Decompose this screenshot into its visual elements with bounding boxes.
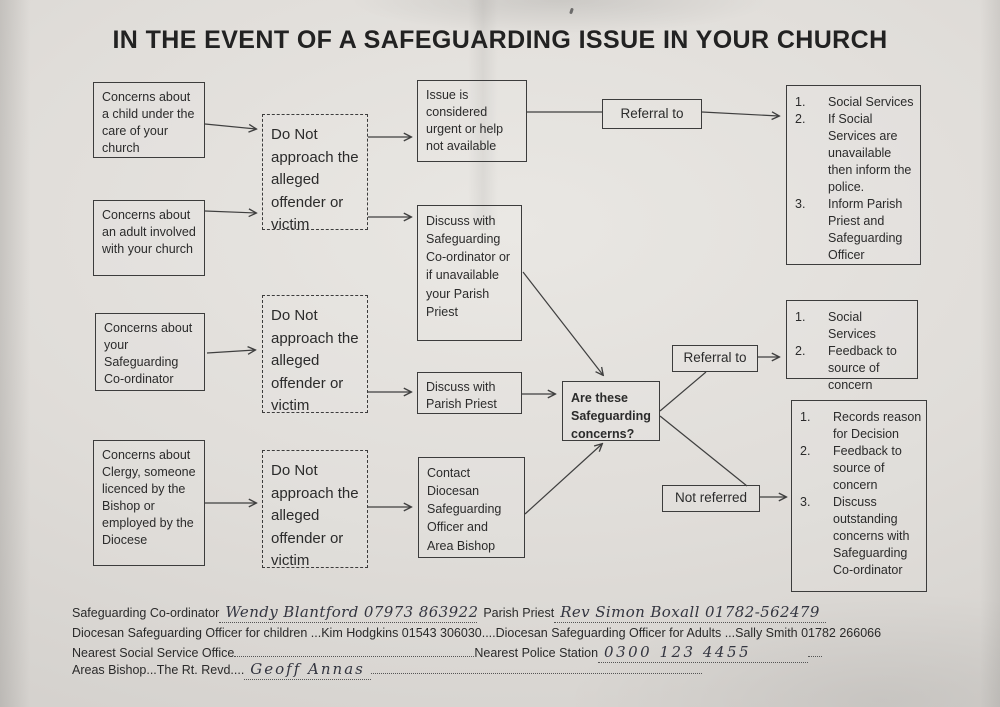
parish-priest-handwritten: Rev Simon Boxall 01782-562479: [554, 603, 826, 623]
list-item-text: Inform Parish Priest and Safeguarding Of…: [828, 197, 903, 262]
police-station-handwritten: 0300 123 4455: [598, 643, 809, 663]
contact-line-area-bishop: Areas Bishop...The Rt. Revd.... Geoff An…: [72, 660, 702, 680]
list-item: 1. Social Services: [795, 309, 913, 343]
box-do-not-approach-3: Do Not approach the alleged offender or …: [262, 450, 368, 569]
contact-line-coordinator-priest: Safeguarding Co-ordinator Wendy Blantfor…: [72, 603, 826, 623]
box-contact-diocesan-officer: Contact Diocesan Safeguarding Officer an…: [418, 457, 525, 558]
box-outcome-urgent-referral: 1. Social Services 2. If Social Services…: [786, 85, 921, 265]
list-item: 3. Discuss outstanding concerns with Saf…: [800, 494, 922, 579]
list-item-number: 3.: [795, 197, 806, 211]
list-item-number: 1.: [800, 410, 811, 424]
list-item-text: Discuss outstanding concerns with Safegu…: [833, 495, 910, 577]
list-item-text: Social Services: [828, 310, 876, 341]
list-item-text: If Social Services are unavailable then …: [828, 112, 912, 194]
areas-bishop-label: Areas Bishop...The Rt. Revd....: [72, 663, 245, 677]
contact-line-diocesan-officers: Diocesan Safeguarding Officer for childr…: [72, 626, 972, 640]
list-item: 2. If Social Services are unavailable th…: [795, 111, 916, 196]
box-outcome-not-referred: 1. Records reason for Decision 2. Feedba…: [791, 400, 927, 592]
paper-crease-shadow: [468, 0, 498, 230]
list-item-number: 2.: [795, 112, 806, 126]
list-item-text: Feedback to source of concern: [828, 344, 897, 392]
safeguarding-coordinator-handwritten: Wendy Blantford 07973 863922: [219, 603, 478, 623]
social-service-office-label: Nearest Social Service Office: [72, 646, 235, 660]
box-decision-safeguarding-concerns: Are these Safeguarding concerns?: [562, 381, 660, 441]
box-do-not-approach-2: Do Not approach the alleged offender or …: [262, 295, 368, 414]
parish-priest-label: Parish Priest: [483, 606, 555, 620]
list-item-number: 3.: [800, 495, 811, 509]
page-title: IN THE EVENT OF A SAFEGUARDING ISSUE IN …: [112, 26, 888, 54]
areas-bishop-handwritten: Geoff Annas: [244, 660, 371, 680]
contact-line-social-police: Nearest Social Service Office Nearest Po…: [72, 643, 822, 663]
dotted-leader: [370, 661, 702, 674]
list-item: 1. Records reason for Decision: [800, 409, 922, 443]
box-issue-urgent: Issue is considered urgent or help not a…: [417, 80, 527, 162]
safeguarding-coordinator-label: Safeguarding Co-ordinator: [72, 606, 220, 620]
box-concern-coordinator: Concerns about your Safeguarding Co-ordi…: [95, 313, 205, 391]
box-discuss-parish-priest: Discuss with Parish Priest: [417, 372, 522, 414]
box-do-not-approach-1: Do Not approach the alleged offender or …: [262, 114, 368, 233]
list-item: 1. Social Services: [795, 94, 916, 111]
list-item-number: 2.: [795, 344, 806, 358]
box-referral-to-top: Referral to: [602, 99, 702, 129]
list-item-text: Social Services: [828, 95, 914, 109]
diocesan-officers-text: Diocesan Safeguarding Officer for childr…: [72, 626, 882, 640]
dotted-leader: [234, 644, 475, 657]
box-discuss-safeguarding-coordinator: Discuss with Safeguarding Co-ordinator o…: [417, 205, 522, 341]
list-item-number: 2.: [800, 444, 811, 458]
box-not-referred: Not referred: [662, 485, 760, 512]
list-item: 2. Feedback to source of concern: [795, 343, 913, 394]
list-item-number: 1.: [795, 95, 806, 109]
list-item: 3. Inform Parish Priest and Safeguarding…: [795, 196, 916, 264]
box-concern-adult: Concerns about an adult involved with yo…: [93, 200, 205, 276]
list-item-text: Records reason for Decision: [833, 410, 922, 441]
box-concern-clergy: Concerns about Clergy, someone licenced …: [93, 440, 205, 566]
list-item: 2. Feedback to source of concern: [800, 443, 922, 494]
box-outcome-referred: 1. Social Services 2. Feedback to source…: [786, 300, 918, 392]
list-item-number: 1.: [795, 310, 806, 324]
police-station-label: Nearest Police Station: [474, 646, 599, 660]
list-item-text: Feedback to source of concern: [833, 444, 902, 492]
box-concern-child: Concerns about a child under the care of…: [93, 82, 205, 158]
box-referral-to-mid: Referral to: [672, 345, 758, 372]
dotted-leader: [808, 644, 822, 657]
